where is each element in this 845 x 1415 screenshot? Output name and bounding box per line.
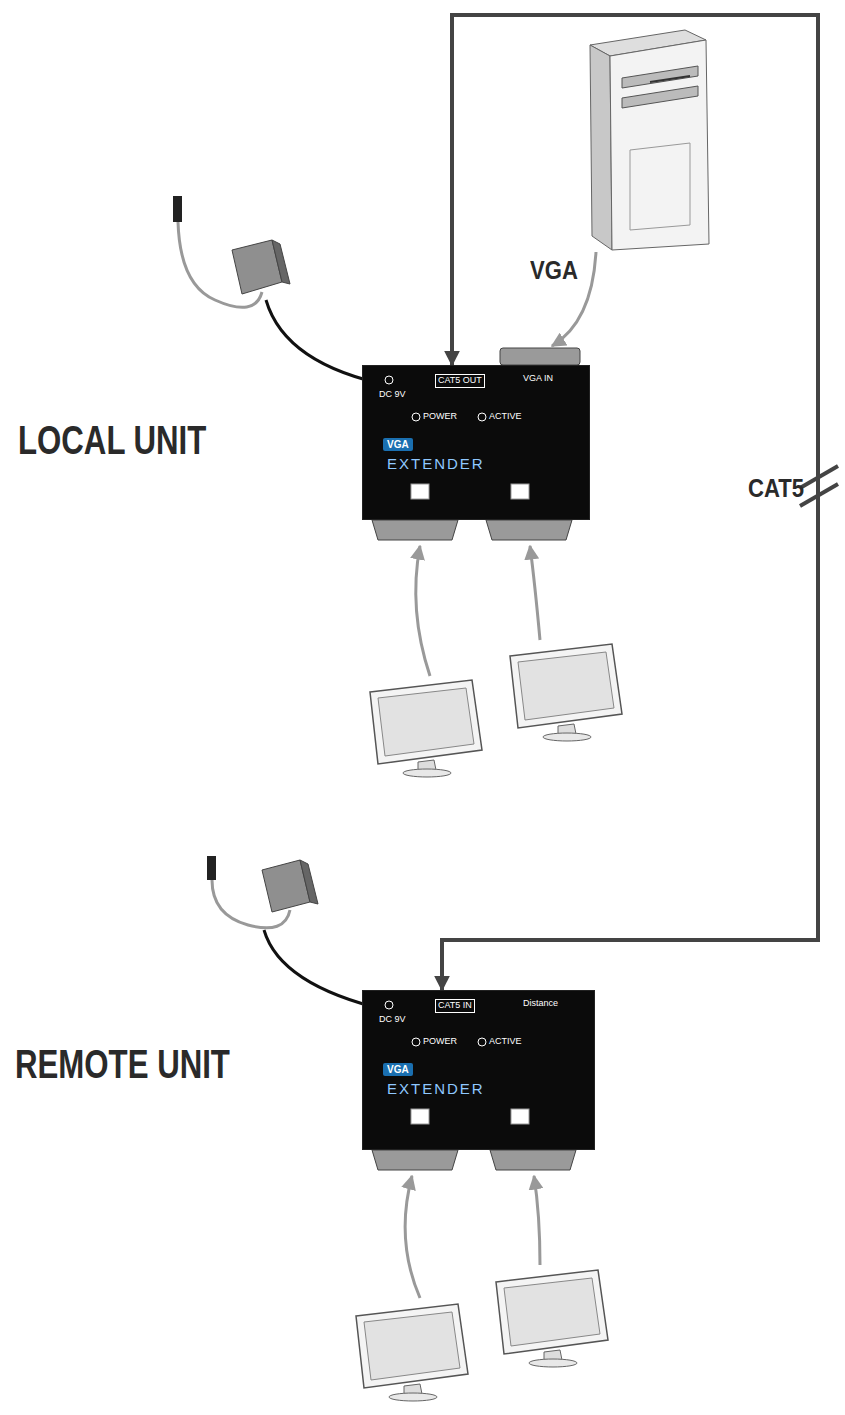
power-adapter [173, 196, 182, 222]
led-label: ACTIVE [489, 412, 522, 422]
pc-tower [630, 143, 690, 230]
power-jack-icon [385, 1001, 393, 1009]
led-indicator [412, 1038, 420, 1046]
cat5-port-label: CAT5 OUT [435, 374, 485, 388]
pc-tower [590, 30, 709, 250]
vga-out-port [372, 520, 458, 540]
power-jack-icon [385, 376, 393, 384]
led-label: POWER [423, 1037, 457, 1047]
vga-out-port [490, 1150, 576, 1170]
port-icon [411, 1109, 429, 1124]
unit-title: REMOTE UNIT [15, 1044, 230, 1084]
power-adapter [207, 856, 216, 880]
vga-out-port [372, 1150, 458, 1170]
led-label: ACTIVE [489, 1037, 522, 1047]
power-adapter [272, 240, 290, 284]
power-input-label: DC 9V [379, 390, 406, 400]
monitor-cable-arrow [530, 546, 540, 640]
port-icon [411, 484, 429, 499]
power-adapter [173, 196, 290, 307]
product-name: EXTENDER [387, 1081, 485, 1098]
power-input-label: DC 9V [379, 1015, 406, 1025]
monitor-cable-arrow [534, 1176, 540, 1265]
pc-tower [610, 40, 709, 250]
led-indicator [412, 413, 420, 421]
pc-tower [650, 76, 690, 82]
pc-tower [590, 45, 612, 250]
signal-label: VGA [530, 257, 578, 283]
extender-unit: DC 9V CAT5 IN DistancePOWER ACTIVE VGA EXTEND… [362, 990, 595, 1150]
vga-port [500, 348, 580, 365]
power-adapter [300, 860, 318, 904]
led-label: POWER [423, 412, 457, 422]
unit-title: LOCAL UNIT [18, 420, 206, 460]
monitor [370, 680, 482, 777]
cable-label: CAT5 [748, 475, 804, 501]
extender-unit: DC 9V CAT5 OUT VGA IN POWER ACTIVE VGA EXTENDE… [362, 365, 590, 520]
port-icon [511, 484, 529, 499]
power-adapter [207, 856, 318, 928]
monitor-cable-arrow [416, 546, 430, 676]
vga-out-port [372, 520, 572, 540]
port-icon [511, 1109, 529, 1124]
port-label: Distance [523, 999, 558, 1009]
pc-tower [622, 66, 698, 88]
port-label: VGA IN [523, 374, 553, 384]
brand-badge: VGA [383, 438, 413, 451]
pc-tower [622, 86, 698, 108]
vga-out-port [372, 1150, 576, 1170]
monitor [510, 644, 622, 741]
monitor-cable-arrow [405, 1176, 420, 1298]
cat5-port-label: CAT5 IN [435, 999, 475, 1013]
brand-badge: VGA [383, 1063, 413, 1076]
monitor [356, 1304, 468, 1401]
product-name: EXTENDER [387, 456, 485, 473]
monitor [496, 1270, 608, 1367]
vga-out-port [486, 520, 572, 540]
led-indicator [478, 1038, 486, 1046]
led-indicator [478, 413, 486, 421]
